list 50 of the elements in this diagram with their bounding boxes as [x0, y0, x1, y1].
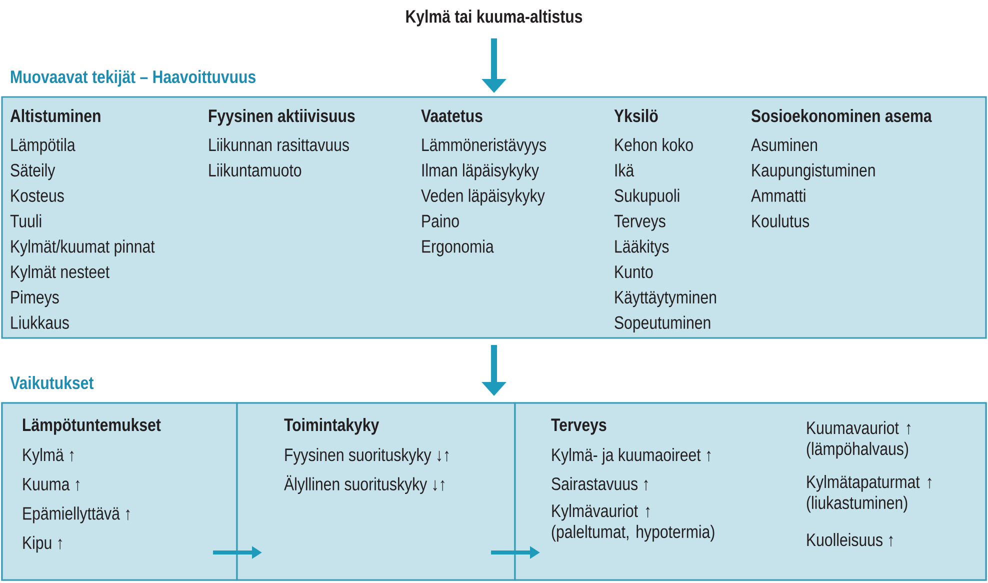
list-item: Älyllinen suorituskyky ↓↑: [284, 475, 444, 494]
list-item: Kunto: [615, 266, 653, 278]
list-item: Tuuli: [10, 214, 42, 228]
list-item: Lämmöneristävyys: [422, 138, 546, 155]
column-heading: Lämpötuntemukset: [23, 418, 161, 435]
list-item: Kuumavauriot ↑ (lämpöhalvaus): [806, 421, 910, 459]
list-item: Kuolleisuus ↑: [807, 533, 893, 547]
list-item: Käyttäytyminen: [615, 290, 716, 308]
list-item: Ammatti: [751, 188, 806, 202]
column-heading: Vaatetus: [421, 110, 482, 122]
list-item: Kuuma ↑: [23, 478, 80, 491]
list-item: Ikä: [615, 163, 634, 177]
list-item: Lääkitys: [615, 240, 669, 256]
list-item: Terveys: [614, 214, 666, 231]
panel-heading: Muovaavat tekijät – Haavoittuvuus: [11, 70, 256, 87]
list-item: Sukupuoli: [614, 188, 680, 206]
column-heading: Altistuminen: [10, 109, 100, 122]
list-item: Liukkaus: [11, 316, 69, 329]
title: Kylmä tai kuuma-altistus: [406, 10, 582, 26]
list-item: Liikuntamuoto: [209, 163, 302, 177]
list-item: Kosteus: [11, 189, 64, 202]
column-heading: Fyysinen aktiivisuus: [209, 109, 355, 126]
list-item: Koulutus: [752, 214, 810, 228]
list-item: Sopeutuminen: [614, 316, 710, 333]
list-item: Kaupungistuminen: [752, 163, 875, 180]
list-item: Liikunnan rasittavuus: [209, 138, 349, 152]
list-item: Pimeys: [11, 290, 59, 308]
column-heading: Terveys: [551, 418, 606, 435]
panel-heading: Vaikutukset: [10, 376, 94, 390]
list-item: Kylmätapaturmat ↑ (liukastuminen): [806, 474, 932, 513]
list-item: Lämpötila: [11, 138, 76, 155]
list-item: Kylmä ↑: [23, 448, 74, 465]
list-item: Asuminen: [751, 138, 817, 152]
list-item: Ilman läpäisykyky: [422, 163, 539, 180]
column-heading: Toimintakyky: [284, 418, 380, 435]
list-item: Ergonomia: [422, 240, 494, 256]
list-item: Fyysinen suorituskyky ↓↑: [285, 448, 449, 465]
list-item: Kylmät nesteet: [11, 265, 110, 282]
list-item: Kylmät/kuumat pinnat: [11, 240, 155, 256]
list-item: Säteily: [10, 163, 56, 180]
list-item: Sairastavuus ↑: [552, 477, 648, 491]
list-item: Kylmä- ja kuumaoireet ↑: [552, 448, 711, 465]
list-item: Epämiellyttävä ↑: [23, 506, 130, 524]
list-item: Kehon koko: [615, 138, 693, 152]
list-item: Paino: [422, 214, 459, 228]
list-item: Kipu ↑: [23, 536, 62, 553]
list-item: Kylmävauriot ↑ (paleltumat, hypotermia): [552, 504, 714, 542]
column-heading: Yksilö: [614, 109, 658, 122]
column-heading: Sosioekonominen asema: [751, 109, 932, 122]
list-item: Veden läpäisykyky: [421, 188, 545, 206]
